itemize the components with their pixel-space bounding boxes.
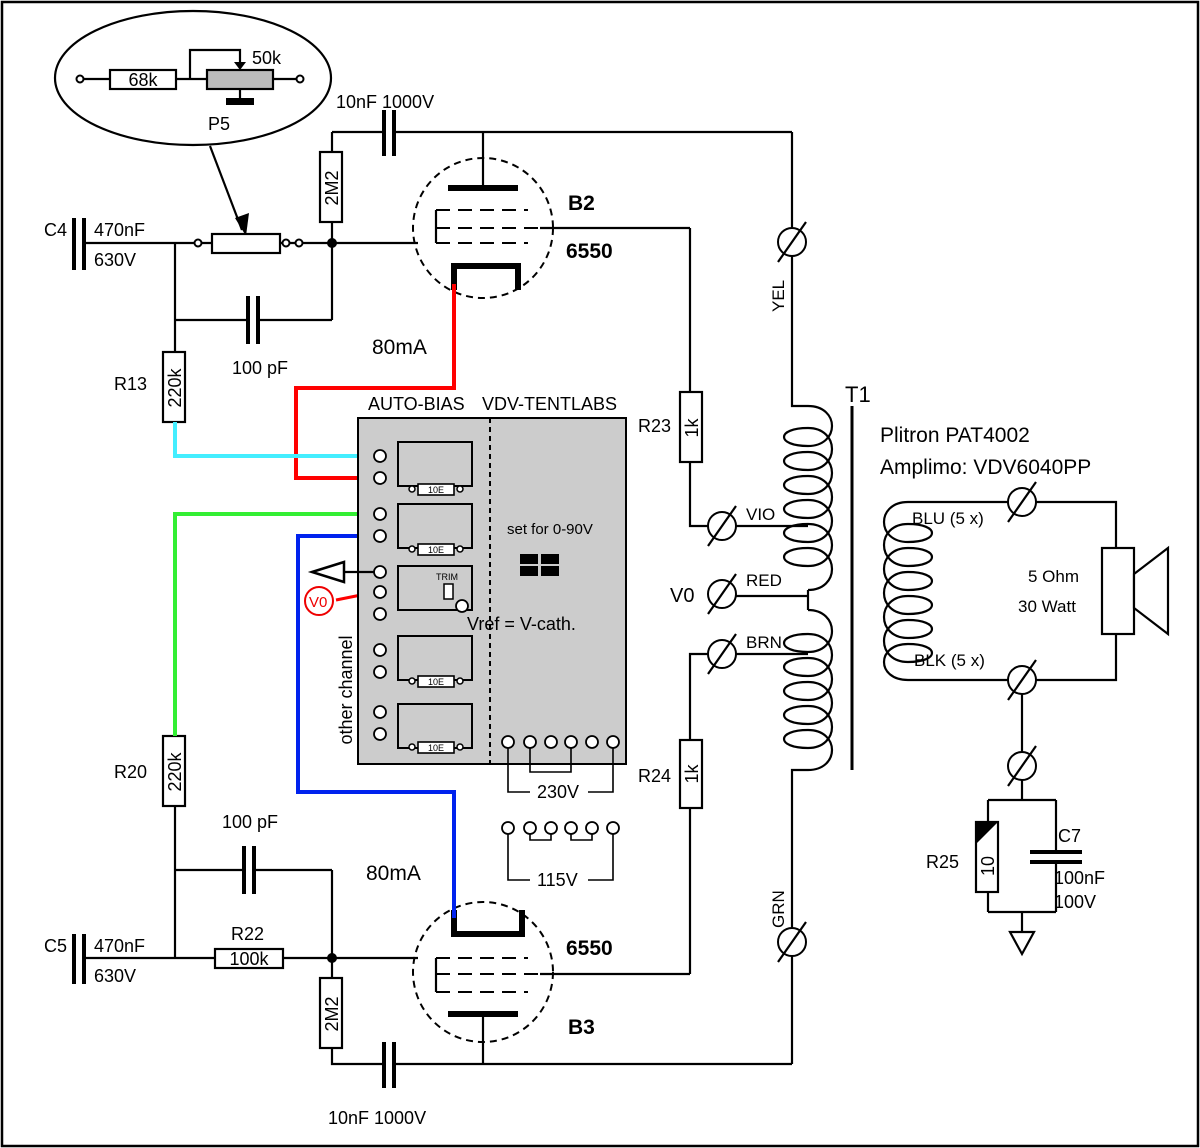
primary-coil <box>782 404 833 772</box>
p5-potentiometer <box>210 232 282 255</box>
transformer-brand: Plitron PAT4002 <box>880 424 1030 447</box>
slot-2-pot-label: 10E <box>428 545 444 555</box>
grid-resistor-top-value: 2M2 <box>322 170 342 205</box>
inset-pot-wiper <box>226 98 254 105</box>
r25-name: R25 <box>926 852 959 872</box>
top-stage: C4 470nF 630V 100 pF 220k R13 2M2 10nF 1… <box>44 92 792 528</box>
vio-label: VIO <box>746 505 775 524</box>
c-bottom-100pf: 100 pF <box>222 812 278 832</box>
r24-value: 1k <box>682 763 702 783</box>
c7-value: 100nF <box>1054 868 1105 888</box>
c5-voltage: 630V <box>94 966 136 986</box>
trim-label: TRIM <box>436 572 458 582</box>
slot-3-pot-label: 10E <box>428 677 444 687</box>
other-channel-arrow-icon <box>307 560 346 584</box>
slot-1-pot-label: 10E <box>428 485 444 495</box>
inset-pot-body <box>205 68 275 91</box>
module-title-right: VDV-TENTLABS <box>482 394 617 414</box>
inset-pot-label: 50k <box>252 48 282 68</box>
c4-value: 470nF <box>94 220 145 240</box>
blk-label: BLK (5 x) <box>914 651 985 670</box>
v0-marker-label: V0 <box>309 594 327 611</box>
c7-voltage: 100V <box>1054 892 1096 912</box>
yel-label: YEL <box>769 280 788 312</box>
speaker-icon: 5 Ohm 30 Watt <box>1018 545 1170 637</box>
inset-68k-resistor <box>108 68 178 91</box>
r22-name: R22 <box>231 924 264 944</box>
current-top: 80mA <box>372 336 427 359</box>
r20-name: R20 <box>114 762 147 782</box>
r22-value: 100k <box>229 949 269 969</box>
c-bottom-coupling-label: 10nF 1000V <box>328 1108 426 1128</box>
green-wire <box>173 512 362 736</box>
red-cathode-wire <box>294 284 456 480</box>
v0-marker <box>304 586 334 616</box>
c5-value: 470nF <box>94 936 145 956</box>
r13-name: R13 <box>114 374 147 394</box>
slot-4-pot-label: 10E <box>428 743 444 753</box>
r13-value: 220k <box>165 367 185 407</box>
transformer-name: T1 <box>845 382 871 407</box>
module-title-left: AUTO-BIAS <box>368 394 465 414</box>
vref-note: Vref = V-cath. <box>467 614 576 634</box>
p5-detail-inset: 68k 50k P5 <box>53 9 333 236</box>
r23-value: 1k <box>682 417 702 437</box>
ground-icon <box>1008 930 1036 957</box>
tube-b3-cathode <box>451 910 525 937</box>
auto-bias-module: AUTO-BIAS VDV-TENTLABS 10E 10E <box>304 394 627 890</box>
dip-switch-icon <box>520 554 559 576</box>
c5-name: C5 <box>44 936 67 956</box>
output-transformer: T1 YEL VIO RED V0 BRN GRN Plitron PAT400… <box>670 132 1118 1064</box>
c-top-100pf: 100 pF <box>232 358 288 378</box>
other-channel-label: other channel <box>336 635 356 744</box>
secondary-coil <box>882 500 1022 682</box>
bottom-stage: C5 470nF 630V 100k R22 220k R20 100 pF 2… <box>44 652 792 1128</box>
bias-module-slot-2: 10E <box>397 503 473 556</box>
tube-b3-name: B3 <box>568 1016 595 1039</box>
set-note: set for 0-90V <box>507 521 593 538</box>
c7-name: C7 <box>1058 826 1081 846</box>
blu-label: BLU (5 x) <box>912 509 984 528</box>
tube-b2-cathode <box>451 263 521 290</box>
trim-pot <box>443 583 454 600</box>
cyan-wire <box>173 422 362 458</box>
current-bottom: 80mA <box>366 862 421 885</box>
tube-b2-type: 6550 <box>566 240 613 263</box>
speaker-power: 30 Watt <box>1018 597 1076 616</box>
speaker-impedance: 5 Ohm <box>1028 567 1079 586</box>
c4-voltage: 630V <box>94 250 136 270</box>
grn-label: GRN <box>769 890 788 928</box>
p5-arrow <box>235 213 249 236</box>
tube-b3-type: 6550 <box>566 937 613 960</box>
brn-label: BRN <box>746 633 782 652</box>
blue-cathode-wire <box>296 534 456 918</box>
red-label: RED <box>746 571 782 590</box>
r20-value: 220k <box>165 751 185 791</box>
v0-label: V0 <box>670 585 694 607</box>
r25-c7-network: 10 R25 C7 100nF 100V <box>926 745 1105 957</box>
p5-label: P5 <box>208 114 230 134</box>
c4-name: C4 <box>44 220 67 240</box>
bias-module-slot-4: 10E <box>397 703 473 754</box>
bias-module-trim-slot: TRIM <box>397 565 473 613</box>
c-top-coupling-label: 10nF 1000V <box>336 92 434 112</box>
bias-module-slot-3: 10E <box>397 635 473 688</box>
r24-name: R24 <box>638 766 671 786</box>
mains-230v-label: 230V <box>537 782 579 802</box>
transformer-model: Amplimo: VDV6040PP <box>880 456 1091 479</box>
inset-68k-label: 68k <box>128 70 158 90</box>
vref-testpoint <box>455 599 469 613</box>
r25-value: 10 <box>978 856 998 876</box>
r23-name: R23 <box>638 416 671 436</box>
mains-115v-label: 115V <box>537 870 578 890</box>
bias-module-slot-1: 10E <box>397 441 473 496</box>
grid-resistor-bottom-value: 2M2 <box>322 996 342 1031</box>
tube-b2-name: B2 <box>568 192 595 215</box>
